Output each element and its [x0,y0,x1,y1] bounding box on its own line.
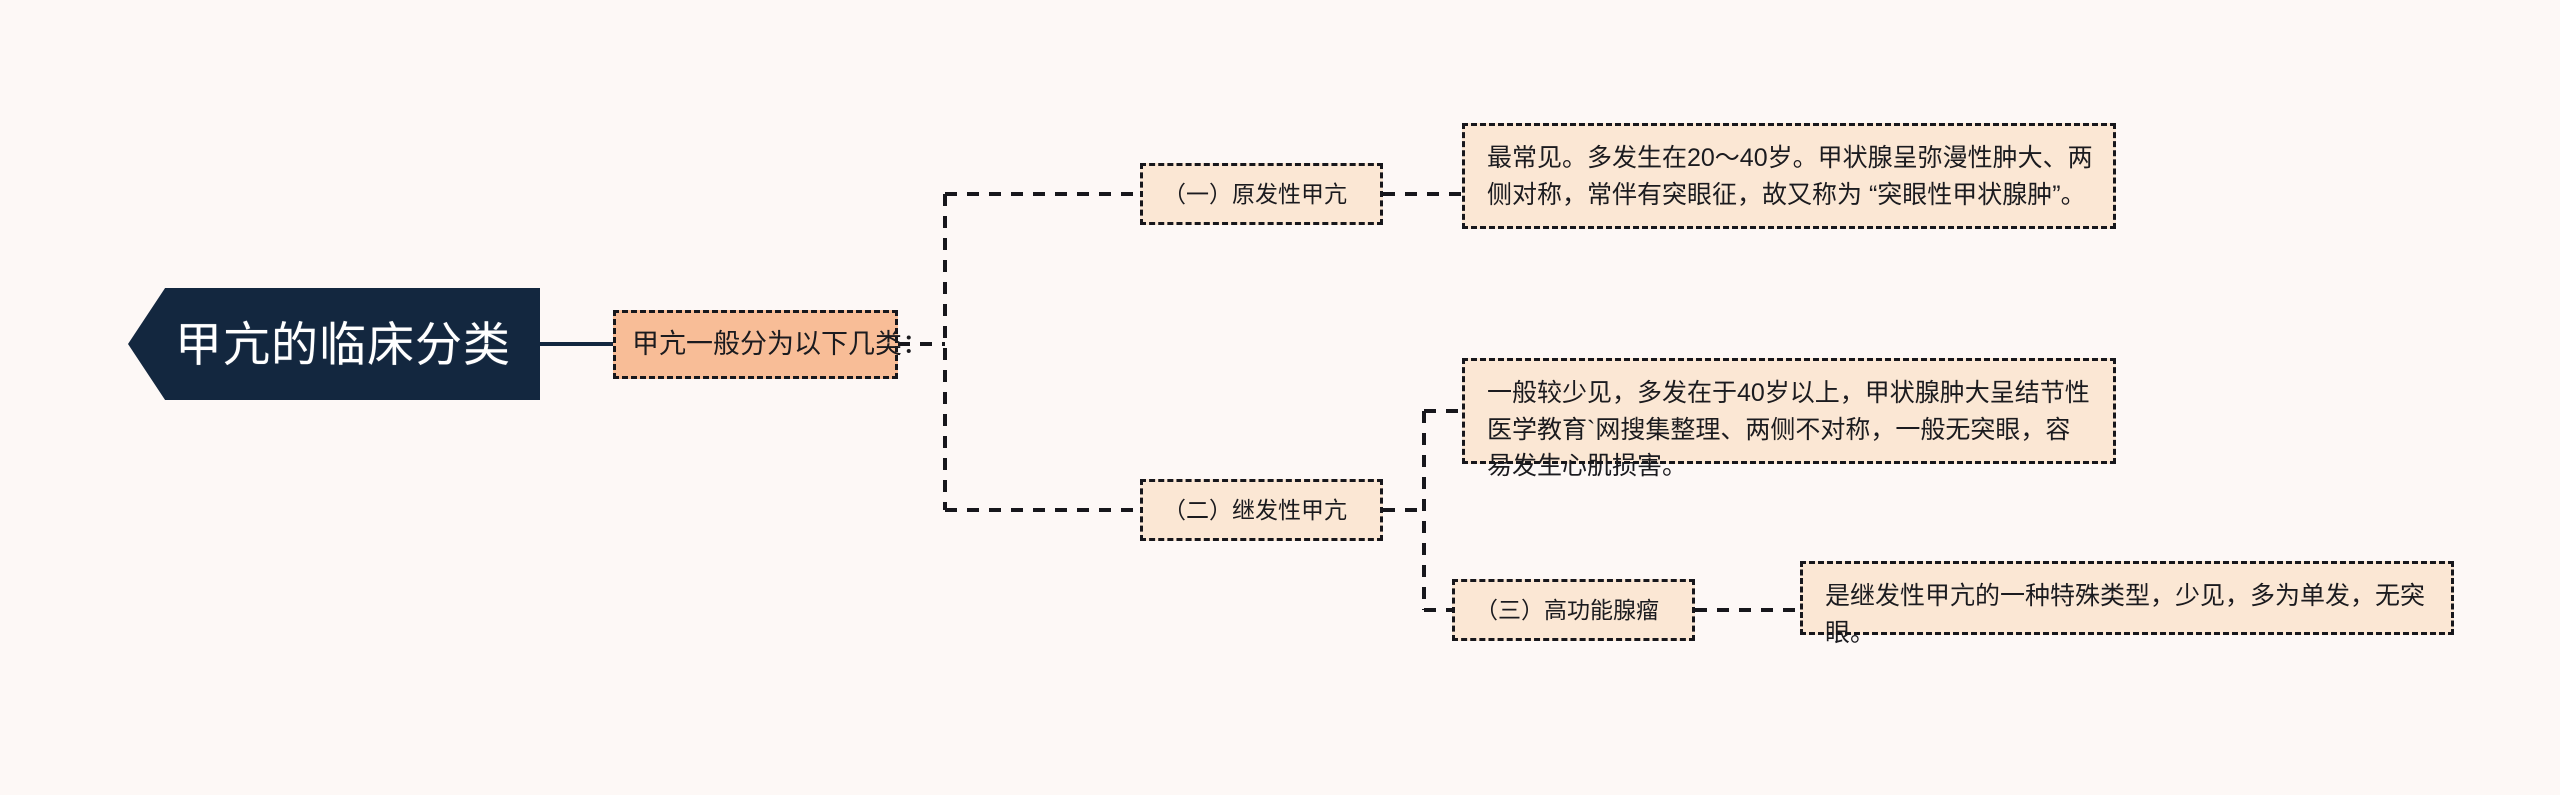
root-node[interactable]: 甲亢的临床分类 [128,288,540,400]
category-node-primary[interactable]: （一）原发性甲亢 [1140,163,1383,225]
category-node-secondary[interactable]: （二）继发性甲亢 [1140,479,1383,541]
detail-node-secondary-text: 一般较少见，多发在于40岁以上，甲状腺肿大呈结节性医学教育`网搜集整理、两侧不对… [1487,379,2090,480]
branch-node[interactable]: 甲亢一般分为以下几类： [613,310,929,379]
detail-node-primary-text: 最常见。多发生在20～40岁。甲状腺呈弥漫性肿大、两侧对称，常伴有突眼征，故又称… [1487,144,2093,209]
category-node-secondary-label: （二）继发性甲亢 [1163,496,1347,523]
branch-node-label: 甲亢一般分为以下几类： [632,329,929,359]
detail-node-toxic-adenoma-text: 是继发性甲亢的一种特殊类型，少见，多为单发，无突眼。 [1825,582,2426,647]
category-node-toxic-adenoma[interactable]: （三）高功能腺瘤 [1452,579,1695,641]
detail-node-secondary[interactable]: 一般较少见，多发在于40岁以上，甲状腺肿大呈结节性医学教育`网搜集整理、两侧不对… [1462,358,2116,480]
category-node-primary-label: （一）原发性甲亢 [1163,180,1347,207]
detail-node-primary[interactable]: 最常见。多发生在20～40岁。甲状腺呈弥漫性肿大、两侧对称，常伴有突眼征，故又称… [1462,123,2116,229]
detail-node-toxic-adenoma[interactable]: 是继发性甲亢的一种特殊类型，少见，多为单发，无突眼。 [1800,561,2454,647]
root-node-label: 甲亢的临床分类 [175,317,511,371]
category-node-toxic-adenoma-label: （三）高功能腺瘤 [1475,596,1659,623]
